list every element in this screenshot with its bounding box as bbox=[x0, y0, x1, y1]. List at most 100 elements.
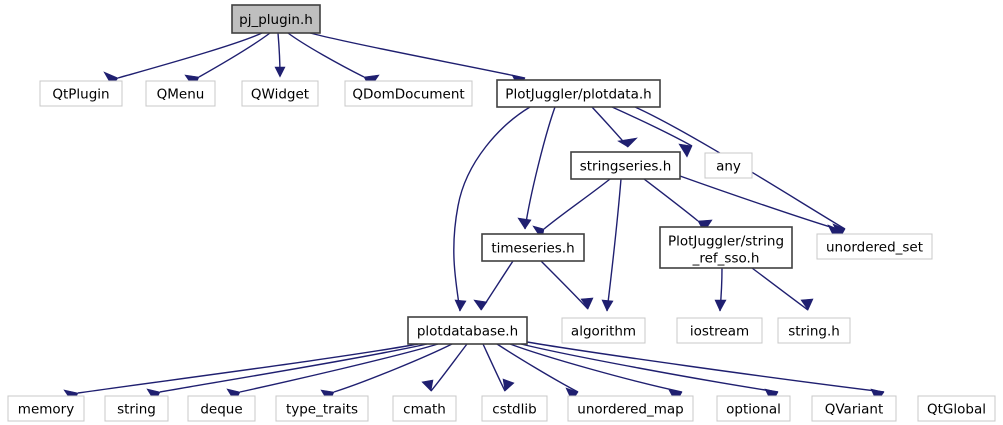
node-box-qtglobal[interactable] bbox=[917, 395, 996, 422]
edge-stringseries-to-algorithm bbox=[606, 178, 622, 312]
graph-node-plotdatabase[interactable]: plotdatabase.h bbox=[407, 316, 528, 345]
node-label-string_ref_sso-line2: _ref_sso.h bbox=[692, 251, 760, 267]
arrowhead-plotdata-timeseries bbox=[517, 217, 532, 230]
node-label-cstdlib: cstdlib bbox=[492, 402, 536, 418]
arrowhead-plotdata-stringseries bbox=[617, 137, 638, 148]
graph-node-unordered_set[interactable]: unordered_set bbox=[816, 233, 933, 260]
node-box-string_h[interactable] bbox=[777, 317, 851, 344]
node-box-memory[interactable] bbox=[7, 395, 85, 422]
graph-node-algorithm[interactable]: algorithm bbox=[561, 317, 646, 344]
graph-node-iostream[interactable]: iostream bbox=[676, 317, 763, 344]
graph-node-cstdlib[interactable]: cstdlib bbox=[481, 395, 548, 422]
node-label-qvariant: QVariant bbox=[825, 402, 884, 418]
edge-plotdata-to-any bbox=[611, 106, 693, 147]
graph-node-memory[interactable]: memory bbox=[7, 395, 85, 422]
node-box-stringseries[interactable] bbox=[570, 151, 681, 180]
graph-node-qwidget[interactable]: QWidget bbox=[241, 80, 319, 107]
edge-plotdatabase-to-type_traits bbox=[333, 343, 453, 393]
arrowhead-plotdata-plotdatabase bbox=[454, 299, 467, 312]
graph-node-qtplugin[interactable]: QtPlugin bbox=[39, 80, 123, 107]
graph-node-cmath[interactable]: cmath bbox=[392, 395, 457, 422]
node-box-string_ref_sso[interactable] bbox=[659, 226, 793, 269]
graph-node-optional[interactable]: optional bbox=[716, 395, 791, 422]
edge-plotdatabase-to-memory bbox=[77, 343, 419, 394]
arrowhead-stringseries-algorithm bbox=[601, 299, 614, 312]
node-label-cmath: cmath bbox=[403, 402, 446, 418]
node-box-timeseries[interactable] bbox=[481, 233, 585, 262]
node-box-unordered_set[interactable] bbox=[816, 233, 933, 260]
arrowhead-plotdatabase-cstdlib bbox=[502, 378, 515, 392]
arrowhead-plotdata-any bbox=[678, 143, 693, 158]
node-label-string_ref_sso-line1: PlotJuggler/string bbox=[668, 234, 784, 250]
graph-node-unordered_map[interactable]: unordered_map bbox=[567, 395, 694, 422]
node-label-unordered_map: unordered_map bbox=[577, 402, 683, 418]
node-box-cmath[interactable] bbox=[392, 395, 457, 422]
node-box-qwidget[interactable] bbox=[241, 80, 319, 107]
graph-node-qdomdocument[interactable]: QDomDocument bbox=[344, 80, 473, 107]
edge-plotdatabase-to-string bbox=[159, 343, 428, 393]
node-box-pj_plugin[interactable] bbox=[231, 4, 321, 34]
node-box-string[interactable] bbox=[104, 395, 169, 422]
node-label-qtglobal: QtGlobal bbox=[927, 402, 986, 418]
graph-node-string_h[interactable]: string.h bbox=[777, 317, 851, 344]
graph-node-plotdata[interactable]: PlotJuggler/plotdata.h bbox=[496, 79, 661, 108]
arrowhead-string_ref_sso-string_h bbox=[800, 298, 814, 311]
node-box-plotdatabase[interactable] bbox=[407, 316, 528, 345]
edge-string_ref_sso-to-string_h bbox=[751, 267, 809, 311]
edge-plotdatabase-to-qtglobal bbox=[526, 341, 885, 393]
edge-plotdata-to-plotdatabase bbox=[453, 106, 531, 312]
graph-node-type_traits[interactable]: type_traits bbox=[275, 395, 369, 422]
edge-timeseries-to-algorithm bbox=[540, 260, 589, 310]
graph-node-deque[interactable]: deque bbox=[187, 395, 256, 422]
node-label-memory: memory bbox=[18, 402, 74, 418]
node-box-algorithm[interactable] bbox=[561, 317, 646, 344]
graph-node-timeseries[interactable]: timeseries.h bbox=[481, 233, 585, 262]
node-box-unordered_map[interactable] bbox=[567, 395, 694, 422]
edge-stringseries-to-timeseries bbox=[543, 178, 611, 230]
node-label-iostream: iostream bbox=[690, 324, 749, 340]
arrowhead-timeseries-plotdatabase bbox=[473, 299, 488, 311]
node-label-qdomdocument: QDomDocument bbox=[352, 87, 464, 103]
graph-node-string[interactable]: string bbox=[104, 395, 169, 422]
node-label-any: any bbox=[716, 159, 741, 175]
graph-node-qtglobal[interactable]: QtGlobal bbox=[917, 395, 996, 422]
graph-node-stringseries[interactable]: stringseries.h bbox=[570, 151, 681, 180]
edge-plotdatabase-to-cmath bbox=[430, 343, 468, 392]
node-box-qtplugin[interactable] bbox=[39, 80, 123, 107]
graph-node-string_ref_sso[interactable]: PlotJuggler/string_ref_sso.h bbox=[659, 226, 793, 269]
node-label-plotdata: PlotJuggler/plotdata.h bbox=[505, 87, 651, 103]
graph-node-qmenu[interactable]: QMenu bbox=[145, 80, 216, 107]
node-label-string: string bbox=[117, 402, 156, 418]
node-box-deque[interactable] bbox=[187, 395, 256, 422]
edge-plotdatabase-to-optional bbox=[509, 343, 683, 393]
edge-pj_plugin-to-qdomdocument bbox=[287, 32, 365, 78]
node-label-pj_plugin: pj_plugin.h bbox=[239, 12, 313, 28]
edge-plotdatabase-to-qvariant bbox=[520, 343, 779, 393]
node-label-optional: optional bbox=[726, 402, 781, 418]
node-label-algorithm: algorithm bbox=[571, 324, 636, 340]
graph-node-pj_plugin[interactable]: pj_plugin.h bbox=[231, 4, 321, 34]
node-box-type_traits[interactable] bbox=[275, 395, 369, 422]
node-box-cstdlib[interactable] bbox=[481, 395, 548, 422]
node-label-unordered_set: unordered_set bbox=[826, 240, 923, 256]
arrowhead-pj_plugin-qwidget bbox=[274, 66, 286, 78]
node-box-qvariant[interactable] bbox=[811, 395, 897, 422]
edge-pj_plugin-to-plotdata bbox=[309, 32, 526, 79]
graph-node-qvariant[interactable]: QVariant bbox=[811, 395, 897, 422]
node-box-any[interactable] bbox=[704, 152, 753, 179]
node-label-qmenu: QMenu bbox=[157, 87, 205, 103]
node-box-plotdata[interactable] bbox=[496, 79, 661, 108]
arrowhead-timeseries-algorithm bbox=[580, 297, 594, 310]
node-box-qmenu[interactable] bbox=[145, 80, 216, 107]
node-box-iostream[interactable] bbox=[676, 317, 763, 344]
edge-plotdata-to-timeseries bbox=[524, 106, 556, 230]
node-box-optional[interactable] bbox=[716, 395, 791, 422]
node-box-qdomdocument[interactable] bbox=[344, 80, 473, 107]
graph-node-any[interactable]: any bbox=[704, 152, 753, 179]
node-label-qtplugin: QtPlugin bbox=[52, 87, 109, 103]
node-label-plotdatabase: plotdatabase.h bbox=[417, 324, 518, 340]
node-label-qwidget: QWidget bbox=[251, 87, 309, 103]
